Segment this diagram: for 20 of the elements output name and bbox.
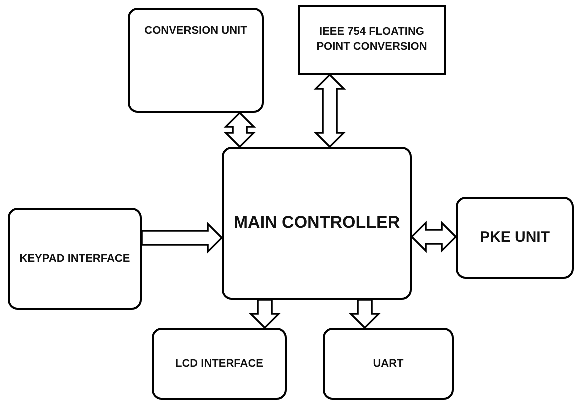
block-box bbox=[152, 328, 287, 400]
block-box bbox=[298, 5, 446, 75]
block-label: CONVERSION UNIT bbox=[144, 24, 248, 39]
block-arrow bbox=[248, 299, 282, 330]
block-box bbox=[128, 8, 264, 113]
block-box bbox=[323, 328, 454, 400]
block-box bbox=[456, 197, 574, 279]
block-label: PKE UNIT bbox=[480, 228, 550, 248]
block-arrow bbox=[410, 220, 458, 254]
block-label: LCD INTERFACE bbox=[176, 356, 264, 372]
block-arrow bbox=[224, 112, 256, 148]
block-arrow bbox=[141, 222, 224, 254]
block-box bbox=[8, 208, 142, 310]
block-label: KEYPAD INTERFACE bbox=[20, 252, 130, 266]
block-arrow bbox=[314, 74, 346, 148]
block-label: IEEE 754 FLOATING POINT CONVERSION bbox=[316, 25, 428, 55]
block-arrow bbox=[348, 299, 382, 330]
block-label: UART bbox=[373, 356, 404, 372]
block-label: MAIN CONTROLLER bbox=[234, 212, 400, 234]
block-box bbox=[222, 147, 412, 300]
